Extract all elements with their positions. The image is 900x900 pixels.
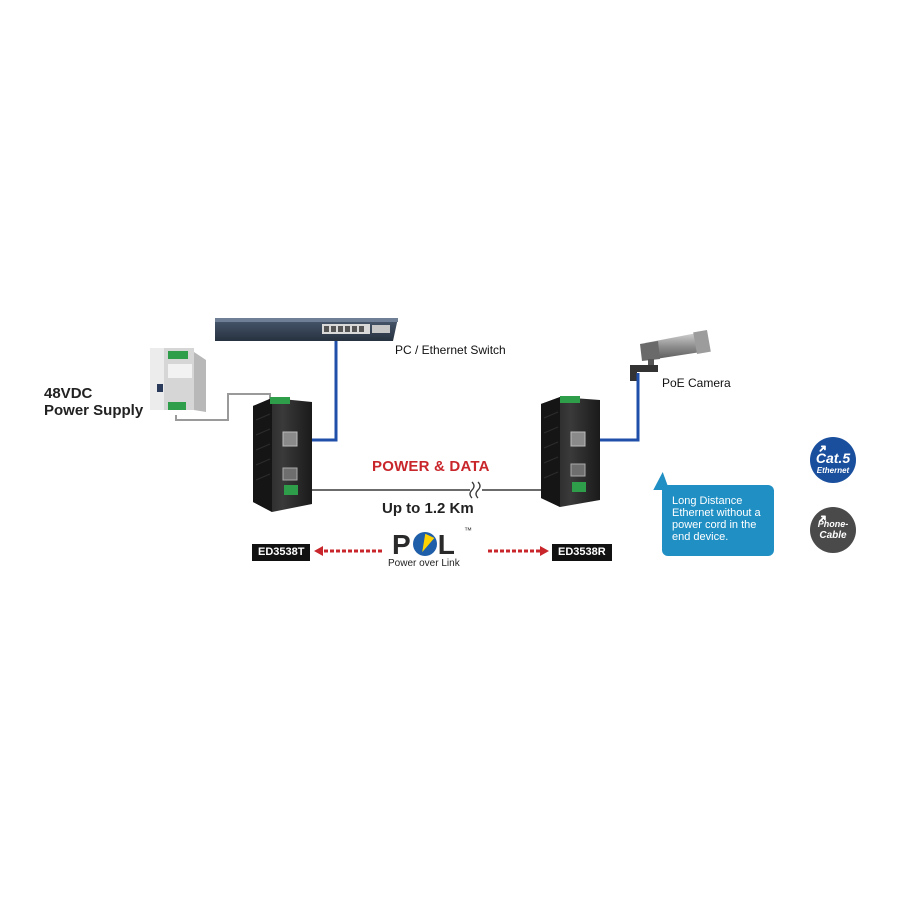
cat5-legend-main: Cat.5 <box>815 450 851 466</box>
pol-letter-l: L <box>437 529 456 560</box>
distance-label: Up to 1.2 Km <box>382 500 474 517</box>
phone-cable-legend-badge: ➜ Phone- Cable <box>810 507 856 553</box>
info-callout: Long Distance Ethernet without a power c… <box>662 485 774 556</box>
ed3538t-device <box>253 397 312 512</box>
arrow-to-receiver <box>488 546 549 556</box>
phone-legend-main: Phone- <box>817 519 849 529</box>
arrow-to-transmitter <box>314 546 382 556</box>
ed3538r-device <box>541 396 600 507</box>
lightning-o-icon <box>412 532 437 556</box>
ethernet-switch <box>215 318 398 341</box>
transmitter-model-tag: ED3538T <box>252 544 311 561</box>
power-supply-label: 48VDC Power Supply <box>44 385 143 419</box>
cat5-legend-badge: ➜ Cat.5 Ethernet <box>810 437 856 483</box>
power-supply-voltage: 48VDC <box>44 385 93 402</box>
power-supply-text: Power Supply <box>44 402 144 419</box>
switch-label: PC / Ethernet Switch <box>395 343 506 357</box>
phone-legend-sub: Cable <box>819 530 847 541</box>
pol-trademark: ™ <box>464 526 472 535</box>
cat5-legend-sub: Ethernet <box>816 466 850 475</box>
receiver-model-tag: ED3538R <box>552 544 612 561</box>
poe-camera <box>630 329 711 381</box>
camera-ethernet-cable <box>585 373 640 442</box>
power-supply-unit <box>150 348 206 412</box>
pol-letter-p: P <box>392 529 412 560</box>
power-data-label: POWER & DATA <box>372 458 490 475</box>
cable-break-icon <box>469 481 481 499</box>
power-cable <box>175 393 271 421</box>
camera-label: PoE Camera <box>662 376 731 390</box>
pol-subtitle: Power over Link <box>388 558 460 569</box>
